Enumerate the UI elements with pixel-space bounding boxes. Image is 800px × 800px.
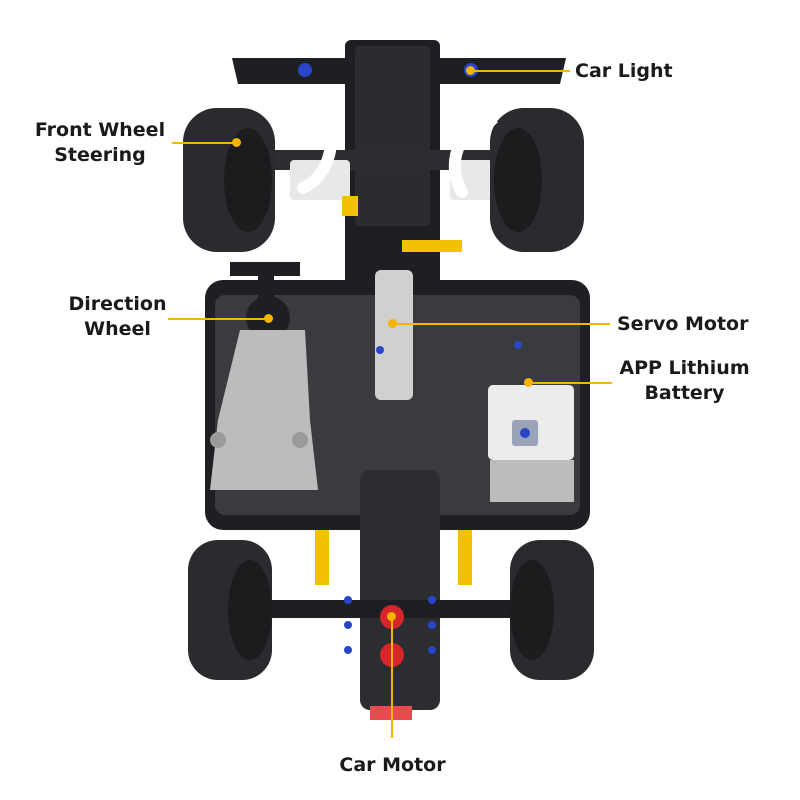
label-car-light: Car Light (575, 59, 673, 84)
rear-right-wheel (510, 540, 594, 680)
rear-left-wheel (188, 540, 272, 680)
yellow-bracket-front-right (402, 240, 462, 252)
front-right-wheel (490, 108, 584, 252)
label-app-lithium-battery: APP Lithium Battery (612, 356, 757, 406)
leader-car-motor (391, 620, 393, 738)
label-servo-motor: Servo Motor (617, 312, 748, 337)
dot-servo-motor (388, 319, 397, 328)
label-front-wheel-steering: Front Wheel Steering (30, 118, 170, 168)
leader-battery (528, 382, 612, 384)
label-car-light-text: Car Light (575, 60, 673, 82)
yellow-bracket-front-left (342, 196, 358, 216)
label-direction-wheel-line1: Direction (68, 293, 167, 315)
leader-direction-wheel (168, 318, 268, 320)
label-front-wheel-line1: Front Wheel (34, 119, 166, 141)
leader-front-wheel-steering (172, 142, 236, 144)
label-car-motor: Car Motor (320, 753, 465, 778)
servo-motor (375, 270, 413, 400)
top-panel (355, 46, 430, 226)
label-front-wheel-line2: Steering (54, 144, 146, 166)
car-light-left (298, 63, 312, 77)
curved-arrow-icon-right (448, 120, 484, 198)
label-direction-wheel-line2: Wheel (84, 318, 151, 340)
rear-spine (360, 470, 440, 710)
leader-car-light (470, 70, 570, 72)
dot-battery (524, 378, 533, 387)
label-servo-motor-text: Servo Motor (617, 313, 749, 335)
label-car-motor-text: Car Motor (339, 754, 446, 776)
label-battery-line1: APP Lithium (619, 357, 750, 379)
front-left-wheel (183, 108, 275, 252)
dot-car-motor (387, 612, 396, 621)
seat (210, 330, 318, 490)
dot-front-wheel-steering (232, 138, 241, 147)
blue-pins (344, 341, 522, 654)
dot-car-light (466, 66, 475, 75)
leader-servo-motor (392, 323, 610, 325)
dot-direction-wheel (264, 314, 273, 323)
label-direction-wheel: Direction Wheel (55, 292, 180, 342)
label-battery-line2: Battery (644, 382, 725, 404)
